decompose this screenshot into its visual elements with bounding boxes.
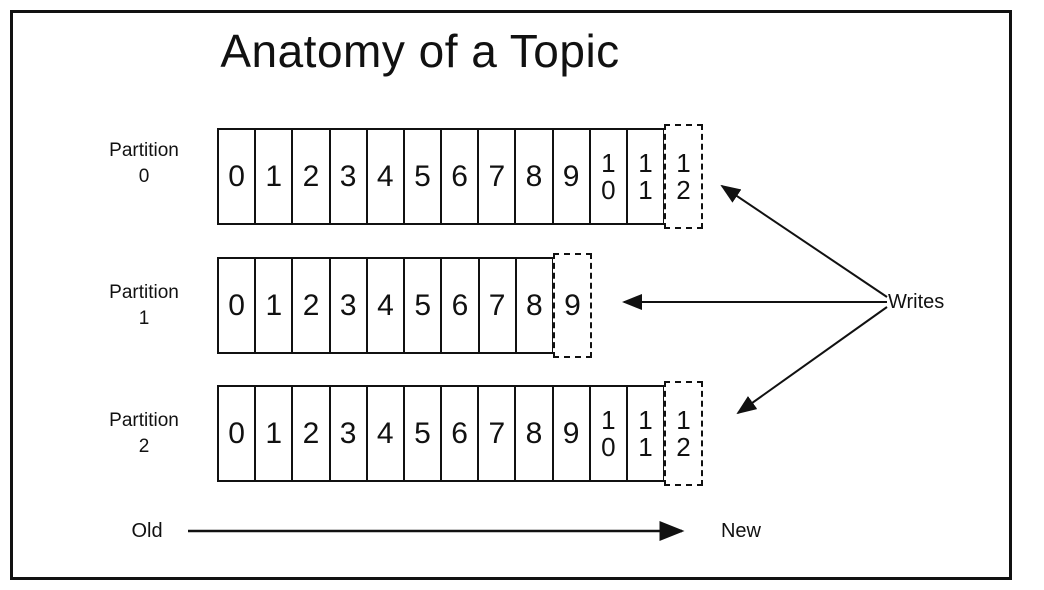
message-cell: 7 xyxy=(477,387,514,480)
message-cell: 2 xyxy=(291,387,328,480)
message-cell: 5 xyxy=(402,387,440,480)
message-cell: 0 xyxy=(228,288,245,322)
partition-2-label: Partition 2 xyxy=(88,408,200,460)
partition-0-label-number: 0 xyxy=(138,166,150,187)
partition-2-label-name: Partition xyxy=(109,410,179,431)
message-cell: 8 xyxy=(514,259,552,352)
message-cell: 7 xyxy=(477,259,515,352)
message-cell: 2 xyxy=(291,259,328,352)
message-cell: 3 xyxy=(328,387,366,480)
partition-0-label-name: Partition xyxy=(109,140,179,161)
diagram-title: Anatomy of a Topic xyxy=(220,25,620,77)
message-cell: 7 xyxy=(477,130,514,223)
writes-label: Writes xyxy=(888,291,945,313)
message-cell: 1 xyxy=(254,387,291,480)
partition-1-label: Partition 1 xyxy=(88,280,200,332)
partition-2-label-number: 2 xyxy=(138,436,150,457)
message-cell: 0 xyxy=(228,416,245,450)
message-cell: 8 xyxy=(514,387,551,480)
message-cell: 3 xyxy=(328,259,366,352)
message-cell: 6 xyxy=(440,259,477,352)
message-cell: 1 xyxy=(254,130,291,223)
message-cell: 8 xyxy=(514,130,551,223)
diagram-border xyxy=(10,10,1012,580)
message-cell: 4 xyxy=(365,130,403,223)
partition-1-label-number: 1 xyxy=(138,308,150,329)
message-cell: 9 xyxy=(551,387,589,480)
new-label: New xyxy=(720,520,761,542)
message-cell: 4 xyxy=(365,259,403,352)
message-cell: 9 xyxy=(551,130,589,223)
old-label: Old xyxy=(131,520,163,542)
message-cell: 5 xyxy=(402,130,440,223)
message-cell: 6 xyxy=(440,387,477,480)
message-cell: 0 xyxy=(228,159,245,193)
message-cell: 2 xyxy=(291,130,328,223)
message-cell: 5 xyxy=(403,259,440,352)
message-cell: 6 xyxy=(440,130,477,223)
partition-0-label: Partition 0 xyxy=(88,138,200,190)
message-cell: 3 xyxy=(328,130,366,223)
message-cell: 4 xyxy=(365,387,403,480)
partition-1-next-slot: 9 xyxy=(553,253,592,358)
message-cell: 1 xyxy=(254,259,291,352)
partition-1-label-name: Partition xyxy=(109,282,179,303)
